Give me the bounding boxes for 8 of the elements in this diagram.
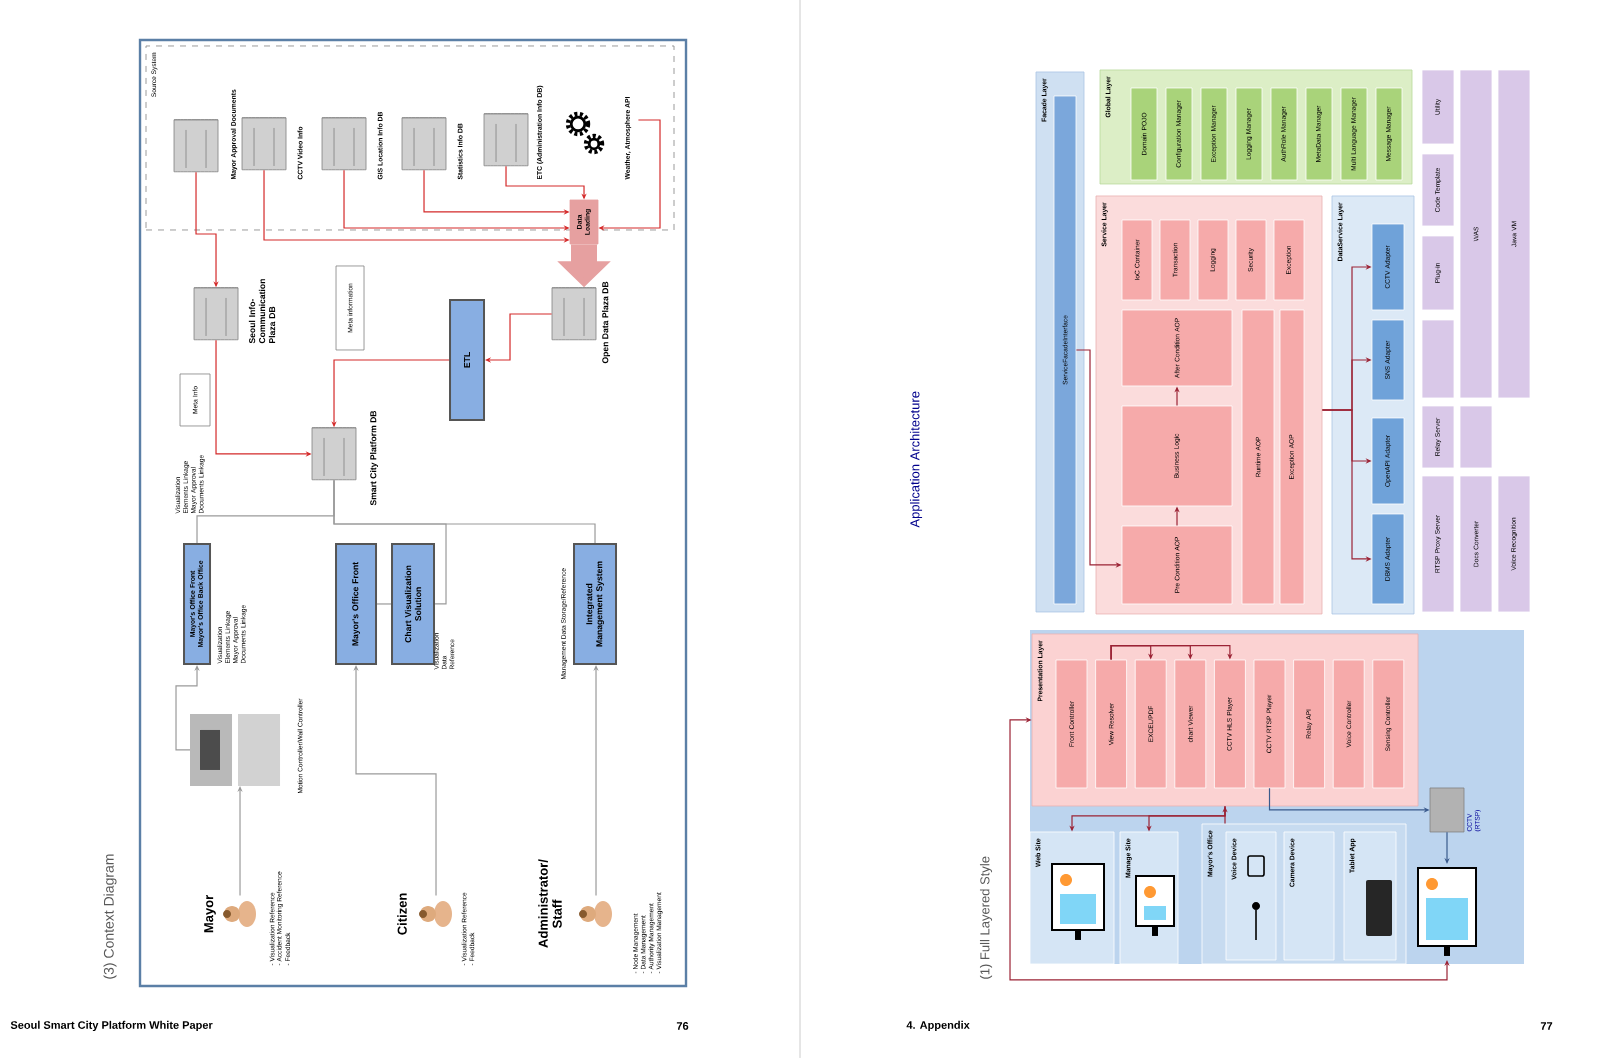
monitor-drawing [1417,866,1477,956]
connector-line [376,603,392,605]
empty-box [1459,405,1493,469]
arrow [353,665,437,897]
connector-line [333,479,596,544]
arrow [1110,644,1233,661]
empty-box [1421,319,1455,399]
arrow [485,313,553,363]
